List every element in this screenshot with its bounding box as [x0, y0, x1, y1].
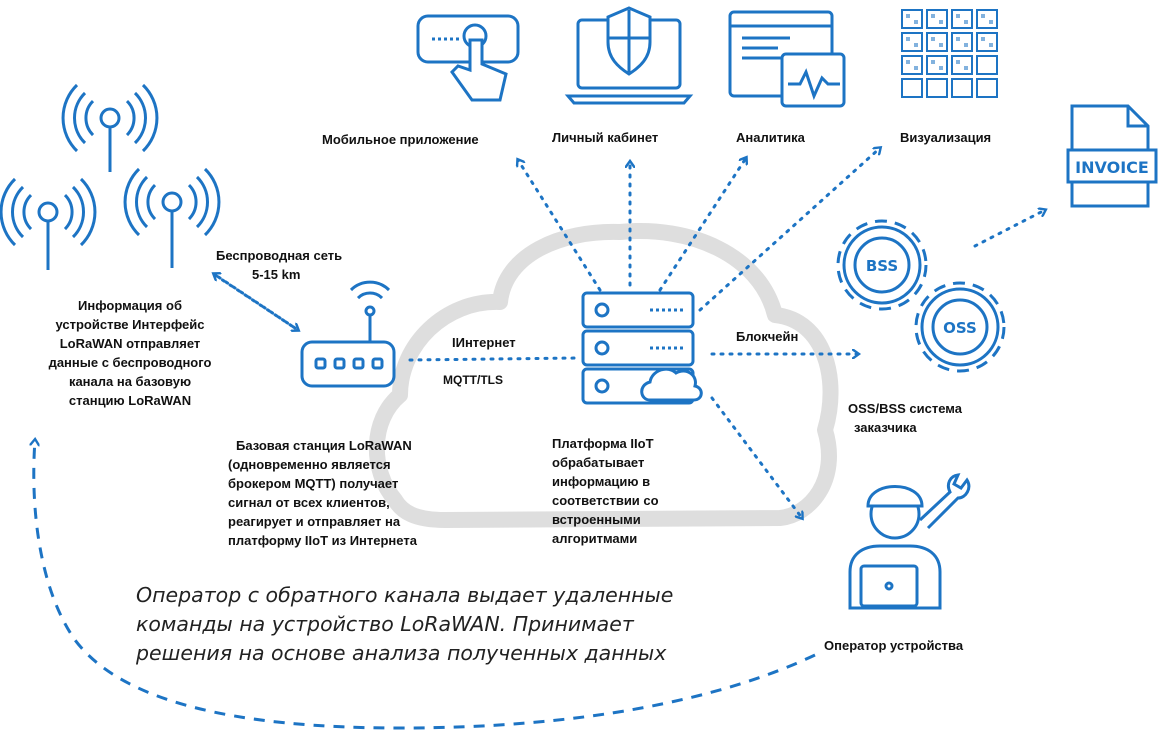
wireless-line-2: 5-15 km	[252, 267, 301, 282]
base-station-line: брокером MQTT) получает	[228, 476, 399, 491]
label-personal-account: Личный кабинет	[552, 130, 659, 145]
label-device-info: Информация об устройстве Интерфейс LoRaW…	[30, 296, 230, 410]
device-info-line: данные с беспроводного	[48, 355, 212, 370]
platform-line: соответствии со	[552, 493, 659, 508]
device-info-line: LoRaWAN отправляет	[59, 336, 201, 351]
mobile-touch-icon	[416, 14, 520, 102]
label-platform: Платформа IIoT обрабатывает информацию в…	[552, 434, 659, 548]
feedback-arrow	[34, 440, 816, 730]
label-wireless-network: Беспроводная сеть 5-15 km	[216, 246, 342, 284]
label-mobile-app: Мобильное приложение	[322, 132, 479, 147]
label-device-operator: Оператор устройства	[824, 638, 964, 653]
device-info-line: устройстве Интерфейс	[55, 317, 205, 332]
grid-visualization-icon	[901, 9, 998, 98]
base-station-line: реагирует и отправляет на	[228, 514, 401, 529]
base-station-line: (одновременно является	[228, 457, 391, 472]
label-visualization: Визуализация	[900, 130, 992, 145]
operator-note-line: команды на устройство LoRaWAN. Принимает	[136, 612, 634, 636]
device-info-line: Информация об	[78, 298, 182, 313]
connector-arrows	[214, 148, 1045, 518]
platform-line: обрабатывает	[552, 455, 645, 470]
invoice-badge: INVOICE	[1075, 158, 1149, 177]
base-station-line: Базовая станция LoRaWAN	[236, 438, 412, 453]
operator-note-line: Оператор с обратного канала выдает удале…	[136, 583, 674, 607]
base-station-line: сигнал от всех клиентов,	[228, 495, 390, 510]
platform-line: алгоритмами	[552, 531, 638, 546]
router-icon	[300, 280, 396, 388]
label-internet: IИнтернет	[452, 335, 516, 350]
platform-line: информацию в	[552, 474, 651, 489]
gear-icon: BSS OSS	[836, 219, 1006, 373]
bss-badge: BSS	[866, 257, 898, 275]
cloud-icon	[640, 367, 703, 402]
device-info-line: канала на базовую	[68, 374, 192, 389]
operator-person-icon	[848, 473, 971, 610]
platform-line: Платформа IIoT	[552, 436, 654, 451]
analytics-window-icon	[728, 10, 846, 108]
oss-bss-line-2: заказчика	[854, 420, 917, 435]
platform-line: встроенными	[552, 512, 641, 527]
label-oss-bss: OSS/BSS система заказчика	[848, 399, 962, 437]
label-analytics: Аналитика	[736, 130, 805, 145]
invoice-document-icon: INVOICE	[1066, 104, 1158, 208]
laptop-shield-icon	[564, 6, 694, 105]
device-info-line: станцию LoRaWAN	[68, 393, 192, 408]
oss-bss-line-1: OSS/BSS система	[848, 401, 962, 416]
oss-badge: OSS	[943, 319, 977, 337]
wireless-line-1: Беспроводная сеть	[216, 248, 343, 263]
operator-note: Оператор с обратного канала выдает удале…	[136, 581, 673, 668]
antenna-icon	[0, 83, 221, 270]
label-base-station: Базовая станция LoRaWAN (одновременно яв…	[228, 436, 417, 550]
base-station-line: платформу IIoT из Интернета	[228, 533, 417, 548]
operator-note-line: решения на основе анализа полученных дан…	[136, 641, 667, 665]
label-mqtt: MQTT/TLS	[443, 373, 503, 387]
cloud-background-icon	[368, 223, 839, 528]
label-blockchain: Блокчейн	[736, 329, 799, 344]
